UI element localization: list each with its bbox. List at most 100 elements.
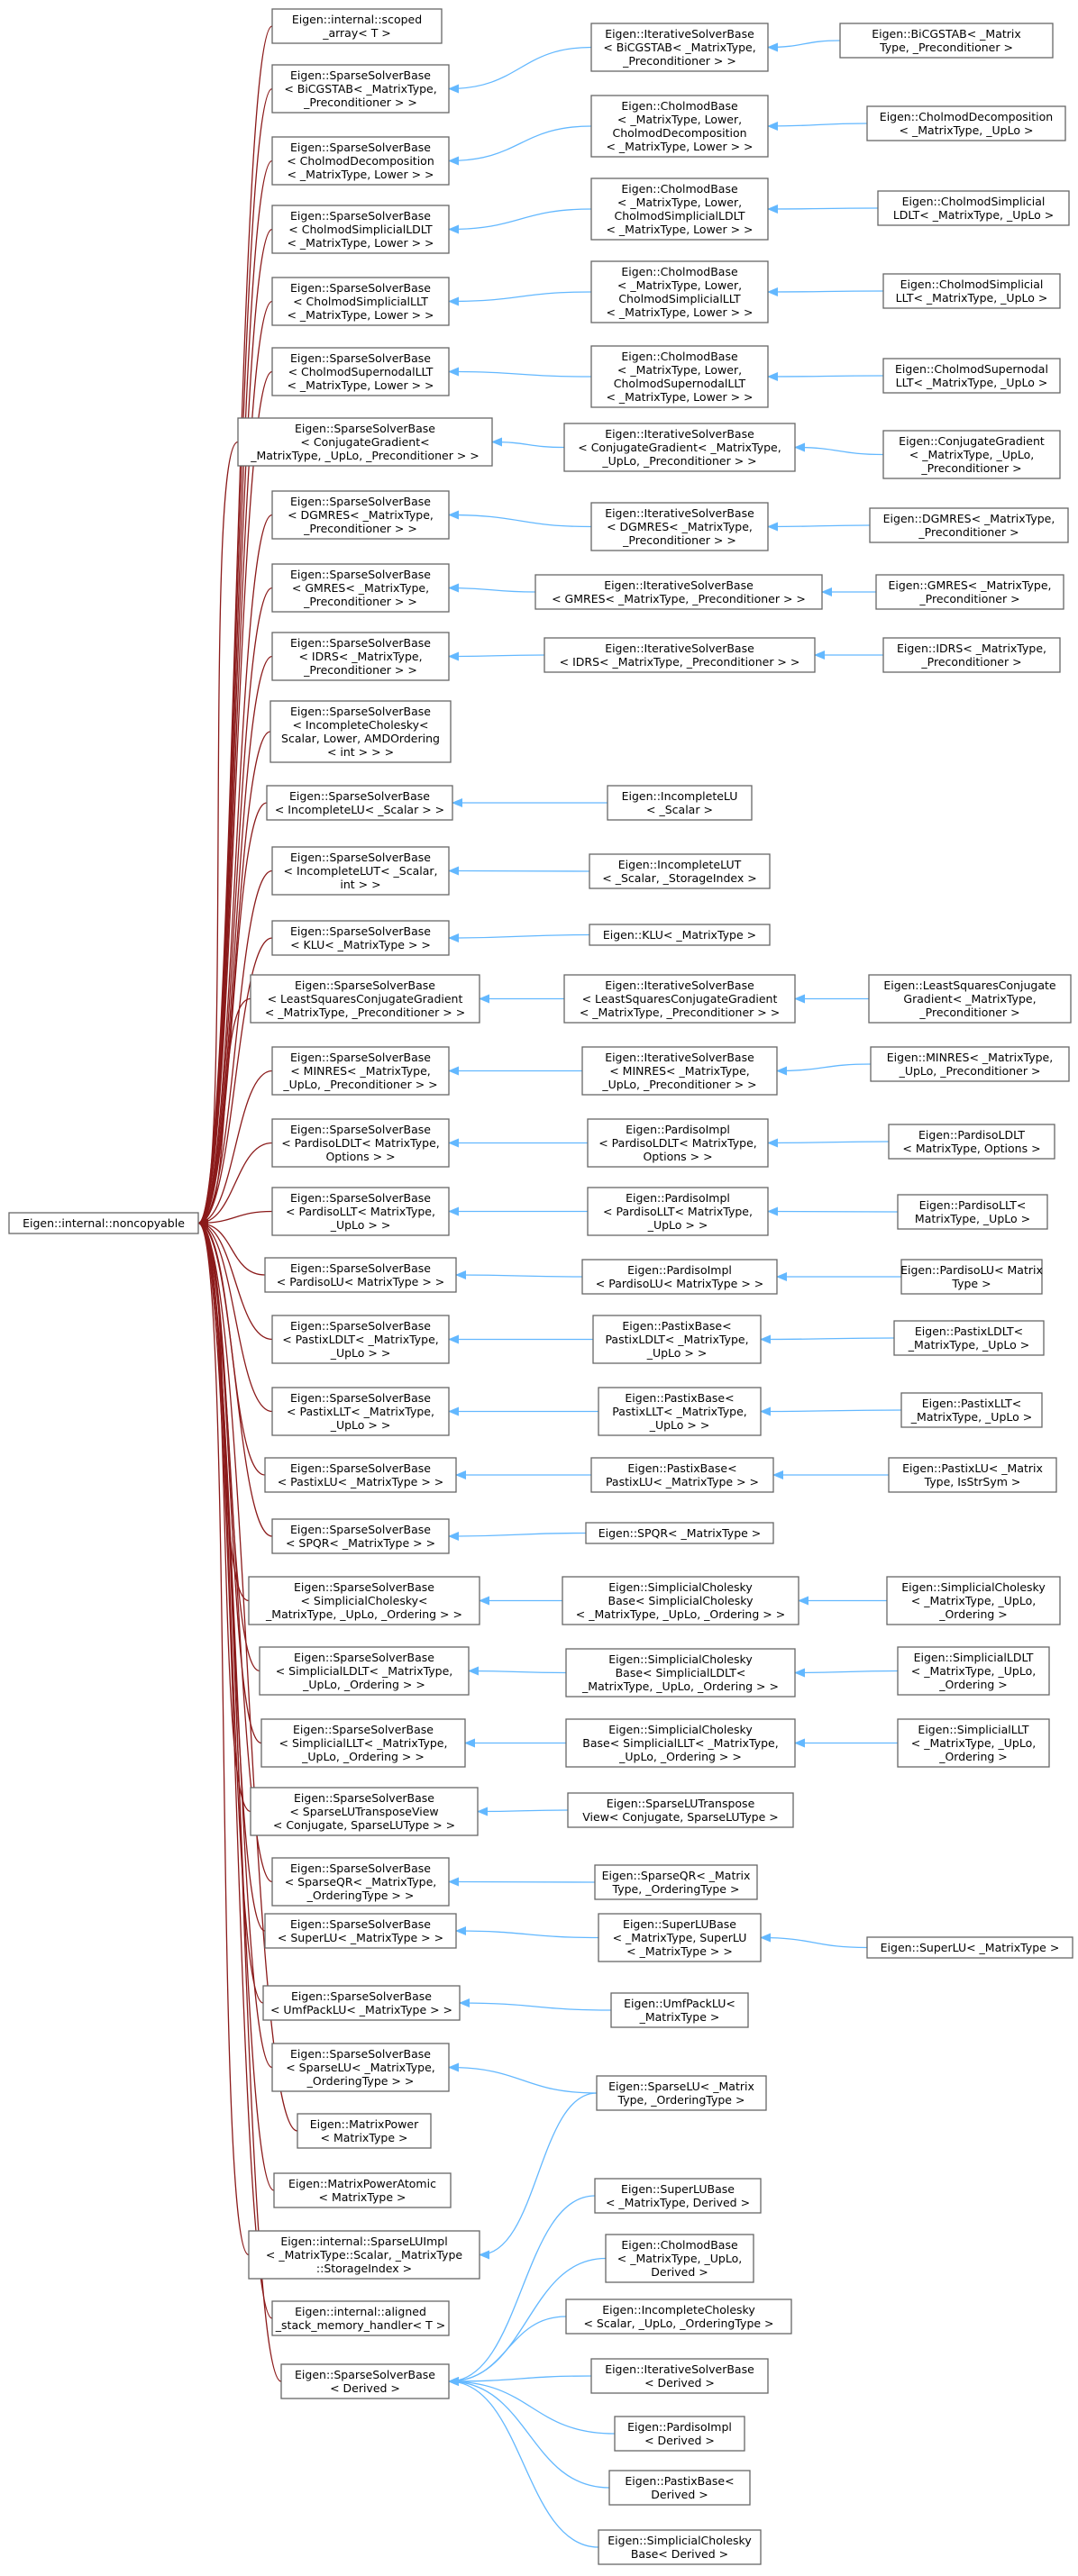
class-node-ssb-pldlt[interactable]: Eigen::SparseSolverBase< PardisoLDLT< Ma… bbox=[271, 1118, 450, 1168]
class-node-ssb-csnllt[interactable]: Eigen::SparseSolverBase< CholmodSupernod… bbox=[271, 347, 450, 396]
class-node-ilu[interactable]: Eigen::IncompleteLU< _Scalar > bbox=[607, 785, 753, 821]
class-node-ssb-xllt[interactable]: Eigen::SparseSolverBase< PastixLLT< _Mat… bbox=[271, 1387, 450, 1436]
class-node-box[interactable] bbox=[271, 2300, 450, 2336]
class-node-box[interactable] bbox=[581, 1259, 778, 1295]
class-node-box[interactable] bbox=[614, 2416, 745, 2452]
class-node-box[interactable] bbox=[596, 2075, 767, 2111]
class-node-pi-pldlt[interactable]: Eigen::PardisoImpl< PardisoLDLT< MatrixT… bbox=[587, 1118, 769, 1168]
class-node-box[interactable] bbox=[266, 785, 453, 821]
class-node-box[interactable] bbox=[590, 502, 769, 551]
class-node-ssb-sldlt[interactable]: Eigen::SparseSolverBase< SimplicialLDLT<… bbox=[259, 1646, 470, 1696]
class-node-ssb-ichol[interactable]: Eigen::SparseSolverBase< IncompleteChole… bbox=[270, 700, 452, 763]
class-node-box[interactable] bbox=[271, 632, 450, 681]
class-node-pb-xlu[interactable]: Eigen::PastixBase<PastixLU< _MatrixType … bbox=[590, 1457, 774, 1493]
class-node-isb-dgmres[interactable]: Eigen::IterativeSolverBase< DGMRES< _Mat… bbox=[590, 502, 769, 551]
class-node-cb-d[interactable]: Eigen::CholmodBase< _MatrixType, _UpLo,D… bbox=[605, 2234, 754, 2283]
class-node-box[interactable] bbox=[562, 1576, 799, 1625]
class-node-box[interactable] bbox=[608, 2470, 751, 2506]
class-node-ssb-csllt[interactable]: Eigen::SparseSolverBase< CholmodSimplici… bbox=[271, 277, 450, 326]
class-node-pb-xldlt[interactable]: Eigen::PastixBase<PastixLDLT< _MatrixTyp… bbox=[592, 1315, 762, 1364]
class-node-box[interactable] bbox=[273, 2172, 452, 2208]
class-node-box[interactable] bbox=[264, 1457, 457, 1493]
class-node-box[interactable] bbox=[607, 785, 753, 821]
class-node-isb-bicg[interactable]: Eigen::IterativeSolverBase< BiCGSTAB< _M… bbox=[590, 23, 769, 72]
class-node-chd[interactable]: Eigen::CholmodDecomposition< _MatrixType… bbox=[866, 105, 1066, 141]
class-node-mpow[interactable]: Eigen::MatrixPower< MatrixType > bbox=[297, 2113, 432, 2149]
class-node-box[interactable] bbox=[870, 1046, 1070, 1082]
class-node-box[interactable] bbox=[590, 95, 769, 158]
class-node-gmres[interactable]: Eigen::GMRES< _MatrixType,_Preconditione… bbox=[875, 574, 1064, 610]
class-node-box[interactable] bbox=[886, 1576, 1061, 1625]
class-node-box[interactable] bbox=[271, 490, 450, 540]
class-node-ssb-slu[interactable]: Eigen::SparseSolverBase< SuperLU< _Matri… bbox=[264, 1913, 457, 1949]
class-node-box[interactable] bbox=[271, 920, 450, 956]
class-node-box[interactable] bbox=[590, 260, 769, 323]
class-node-ssb-sllt[interactable]: Eigen::SparseSolverBase< SimplicialLLT< … bbox=[260, 1718, 466, 1768]
class-node-ssb-klu[interactable]: Eigen::SparseSolverBase< KLU< _MatrixTyp… bbox=[271, 920, 450, 956]
class-node-box[interactable] bbox=[565, 1718, 796, 1768]
class-node-mpowa[interactable]: Eigen::MatrixPowerAtomic< MatrixType > bbox=[273, 2172, 452, 2208]
class-node-ssb-dgmres[interactable]: Eigen::SparseSolverBase< DGMRES< _Matrix… bbox=[271, 490, 450, 540]
class-node-box[interactable] bbox=[589, 924, 771, 946]
class-node-box[interactable] bbox=[270, 700, 452, 763]
class-node-pb-xllt[interactable]: Eigen::PastixBase<PastixLLT< _MatrixType… bbox=[598, 1387, 762, 1436]
class-node-ssb-gmres[interactable]: Eigen::SparseSolverBase< GMRES< _MatrixT… bbox=[271, 563, 450, 613]
class-node-box[interactable] bbox=[271, 1387, 450, 1436]
class-node-box[interactable] bbox=[271, 347, 450, 396]
class-node-box[interactable] bbox=[590, 345, 769, 408]
class-node-ssb-ilut[interactable]: Eigen::SparseSolverBase< IncompleteLUT< … bbox=[271, 846, 450, 896]
class-node-box[interactable] bbox=[598, 1387, 762, 1436]
class-node-aligned[interactable]: Eigen::internal::aligned_stack_memory_ha… bbox=[271, 2300, 450, 2336]
class-node-box[interactable] bbox=[8, 1212, 199, 1234]
class-node-dgmres[interactable]: Eigen::DGMRES< _MatrixType,_Precondition… bbox=[869, 507, 1069, 543]
class-node-box[interactable] bbox=[565, 2298, 792, 2335]
class-node-box[interactable] bbox=[271, 205, 450, 254]
class-node-box[interactable] bbox=[882, 430, 1061, 479]
class-node-ssb-ilu[interactable]: Eigen::SparseSolverBase< IncompleteLU< _… bbox=[266, 785, 453, 821]
class-node-ssb-umf[interactable]: Eigen::SparseSolverBase< UmfPackLU< _Mat… bbox=[262, 1985, 461, 2021]
class-node-box[interactable] bbox=[594, 1864, 758, 1900]
class-node-box[interactable] bbox=[869, 507, 1069, 543]
class-node-box[interactable] bbox=[264, 1913, 457, 1949]
class-node-ssb-pllt[interactable]: Eigen::SparseSolverBase< PardisoLLT< Mat… bbox=[271, 1187, 450, 1236]
class-node-ssb-idrs[interactable]: Eigen::SparseSolverBase< IDRS< _MatrixTy… bbox=[271, 632, 450, 681]
class-node-idrs[interactable]: Eigen::IDRS< _MatrixType,_Preconditioner… bbox=[882, 637, 1061, 673]
class-node-ssb-xldlt[interactable]: Eigen::SparseSolverBase< PastixLDLT< _Ma… bbox=[271, 1315, 450, 1364]
class-node-ssb-splu[interactable]: Eigen::SparseSolverBase< SparseLU< _Matr… bbox=[271, 2043, 450, 2092]
class-node-csnllt[interactable]: Eigen::CholmodSupernodalLLT< _MatrixType… bbox=[882, 358, 1061, 394]
class-node-box[interactable] bbox=[866, 1936, 1073, 1959]
class-node-box[interactable] bbox=[592, 1315, 762, 1364]
class-node-sllt[interactable]: Eigen::SimplicialLLT< _MatrixType, _UpLo… bbox=[897, 1718, 1050, 1768]
class-node-ssb-csldlt[interactable]: Eigen::SparseSolverBase< CholmodSimplici… bbox=[271, 205, 450, 254]
class-node-box[interactable] bbox=[280, 2363, 450, 2399]
class-node-box[interactable] bbox=[897, 1194, 1048, 1230]
class-node-box[interactable] bbox=[248, 2230, 480, 2280]
class-node-box[interactable] bbox=[544, 637, 816, 673]
class-node-cg[interactable]: Eigen::ConjugateGradient< _MatrixType, _… bbox=[882, 430, 1061, 479]
class-node-box[interactable] bbox=[598, 2529, 762, 2565]
class-node-cb-csnllt[interactable]: Eigen::CholmodBase< _MatrixType, Lower,C… bbox=[590, 345, 769, 408]
class-node-box[interactable] bbox=[271, 2043, 450, 2092]
class-node-box[interactable] bbox=[237, 417, 493, 467]
class-node-pb-d[interactable]: Eigen::PastixBase<Derived > bbox=[608, 2470, 751, 2506]
class-node-box[interactable] bbox=[590, 1457, 774, 1493]
class-node-isb-lscg[interactable]: Eigen::IterativeSolverBase< LeastSquares… bbox=[563, 974, 796, 1024]
class-node-ilut[interactable]: Eigen::IncompleteLUT< _Scalar, _StorageI… bbox=[589, 853, 771, 889]
class-node-box[interactable] bbox=[882, 273, 1061, 309]
class-node-xlu[interactable]: Eigen::PastixLU< _MatrixType, IsStrSym > bbox=[888, 1457, 1057, 1493]
class-node-box[interactable] bbox=[250, 974, 480, 1024]
class-node-ssb-slutv[interactable]: Eigen::SparseSolverBase< SparseLUTranspo… bbox=[250, 1787, 479, 1836]
class-node-pi-pllt[interactable]: Eigen::PardisoImpl< PardisoLLT< MatrixTy… bbox=[587, 1187, 769, 1236]
class-node-box[interactable] bbox=[271, 1118, 450, 1168]
class-node-box[interactable] bbox=[565, 1648, 796, 1698]
class-node-scoped[interactable]: Eigen::internal::scoped_array< T > bbox=[271, 8, 443, 44]
class-node-box[interactable] bbox=[248, 1576, 480, 1625]
class-node-box[interactable] bbox=[587, 1118, 769, 1168]
class-node-pldlt[interactable]: Eigen::PardisoLDLT< MatrixType, Options … bbox=[888, 1124, 1055, 1160]
class-node-isb-minres[interactable]: Eigen::IterativeSolverBase< MINRES< _Mat… bbox=[581, 1046, 778, 1096]
class-node-isb-d[interactable]: Eigen::IterativeSolverBase< Derived > bbox=[590, 2358, 769, 2394]
class-node-cb-csldlt[interactable]: Eigen::CholmodBase< _MatrixType, Lower,C… bbox=[590, 177, 769, 241]
class-node-slutv[interactable]: Eigen::SparseLUTransposeView< Conjugate,… bbox=[567, 1792, 794, 1828]
